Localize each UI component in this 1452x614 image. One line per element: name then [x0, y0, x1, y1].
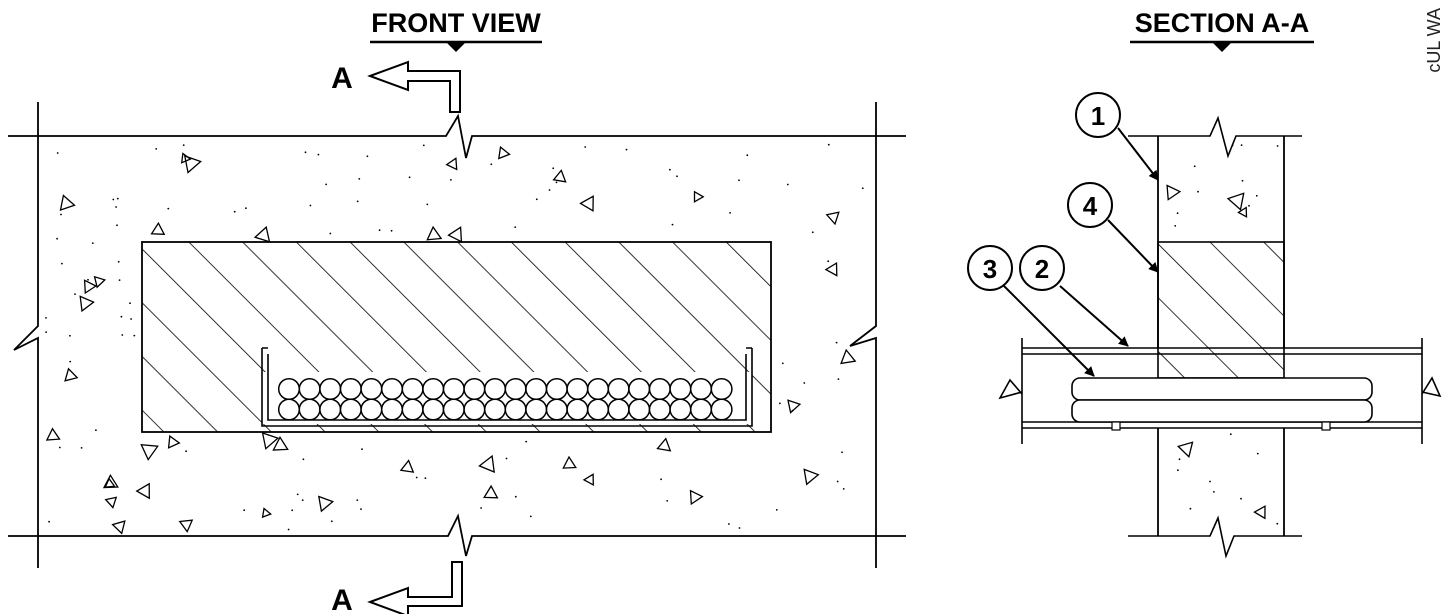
- callout-2: 2: [1019, 245, 1129, 347]
- section-view-title: SECTION A-A: [1135, 8, 1310, 38]
- section-mark-bottom-label: A: [331, 584, 353, 614]
- concrete-wall: [8, 102, 906, 568]
- callout-3: 3: [967, 245, 1095, 377]
- concrete-aggregate: [45, 143, 864, 535]
- callout-1-label: 1: [1091, 101, 1105, 131]
- front-view: FRONT VIEW A A: [8, 8, 906, 614]
- section-mark-top: A: [331, 60, 461, 113]
- callout-4: 4: [1067, 182, 1159, 273]
- front-view-title: FRONT VIEW: [371, 8, 541, 38]
- cable-bundle: [277, 377, 733, 421]
- callout-3-label: 3: [983, 254, 997, 284]
- section-title-marker: [1212, 42, 1232, 52]
- cable-tray: [261, 347, 753, 427]
- section-view: SECTION A-A 1: [967, 8, 1442, 559]
- front-title-marker: [446, 42, 466, 52]
- callout-1: 1: [1075, 92, 1159, 181]
- section-tray: [998, 338, 1442, 444]
- section-mark-bottom: A: [331, 561, 463, 614]
- callout-2-label: 2: [1035, 254, 1049, 284]
- callout-4-label: 4: [1083, 191, 1098, 221]
- section-mark-top-label: A: [331, 62, 353, 95]
- side-label: cUL WA: [1424, 8, 1444, 73]
- wall-section: [1128, 115, 1302, 559]
- section-aggregate: [1166, 144, 1279, 525]
